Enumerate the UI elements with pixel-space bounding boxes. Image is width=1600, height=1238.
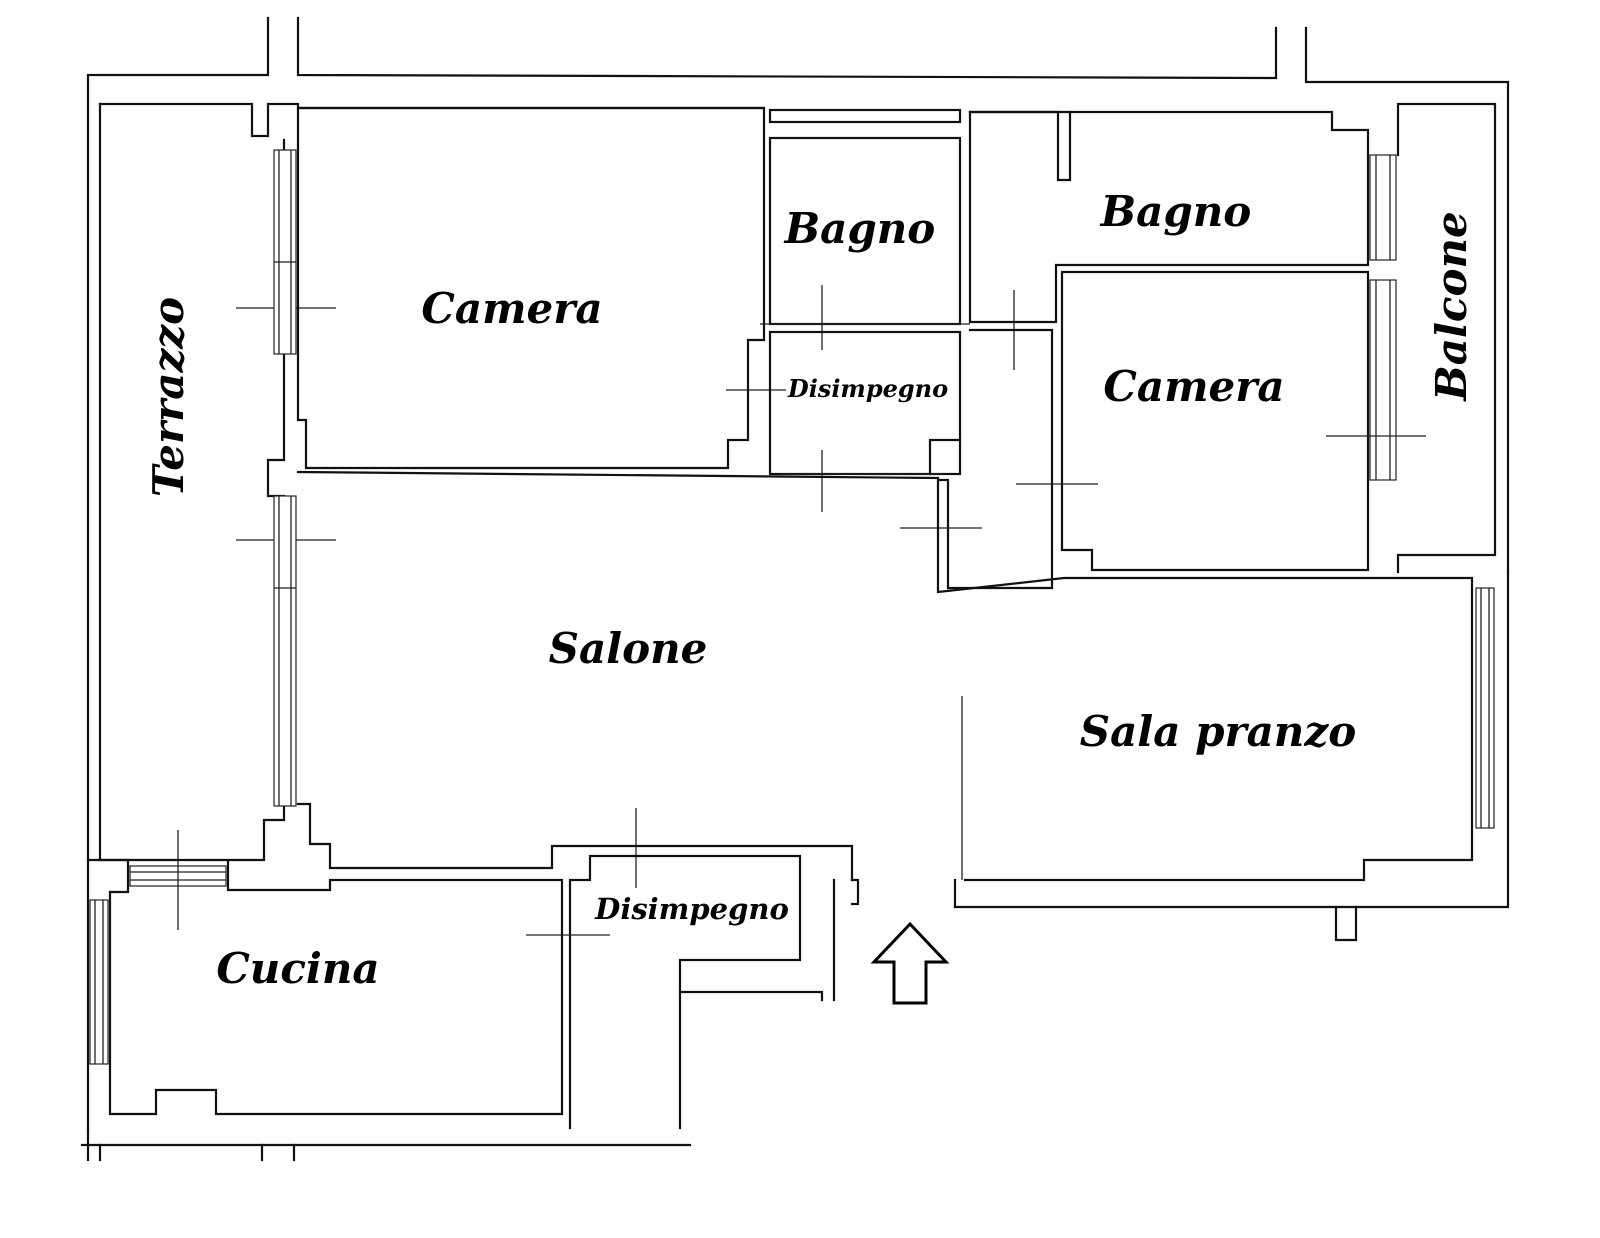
cucina-label: Cucina [216, 944, 379, 993]
cucina-area [86, 830, 564, 1116]
camera-right-label: Camera [1103, 362, 1284, 411]
salone-label: Salone [549, 624, 708, 673]
disimpegno-top-label: Disimpegno [787, 374, 948, 403]
sala-pranzo-label: Sala pranzo [1080, 707, 1356, 756]
outer-walls [80, 16, 1510, 1162]
bagno-right-label: Bagno [1100, 187, 1252, 236]
terrazzo-label: Terrazzo [144, 297, 193, 497]
bagno-center-area [760, 108, 970, 512]
terrazzo-area [98, 102, 336, 862]
camera-right-area [900, 270, 1426, 590]
disimpegno-bottom-area [526, 854, 860, 1130]
bagno-right-area [968, 110, 1397, 370]
salone-area [296, 470, 1495, 909]
camera-left-area [296, 106, 786, 470]
balcone-label: Balcone [1427, 211, 1476, 402]
camera-left-label: Camera [421, 284, 602, 333]
bagno-center-label: Bagno [784, 204, 936, 253]
disimpegno-bottom-label: Disimpegno [594, 892, 789, 926]
up-arrow-icon [870, 921, 950, 1005]
